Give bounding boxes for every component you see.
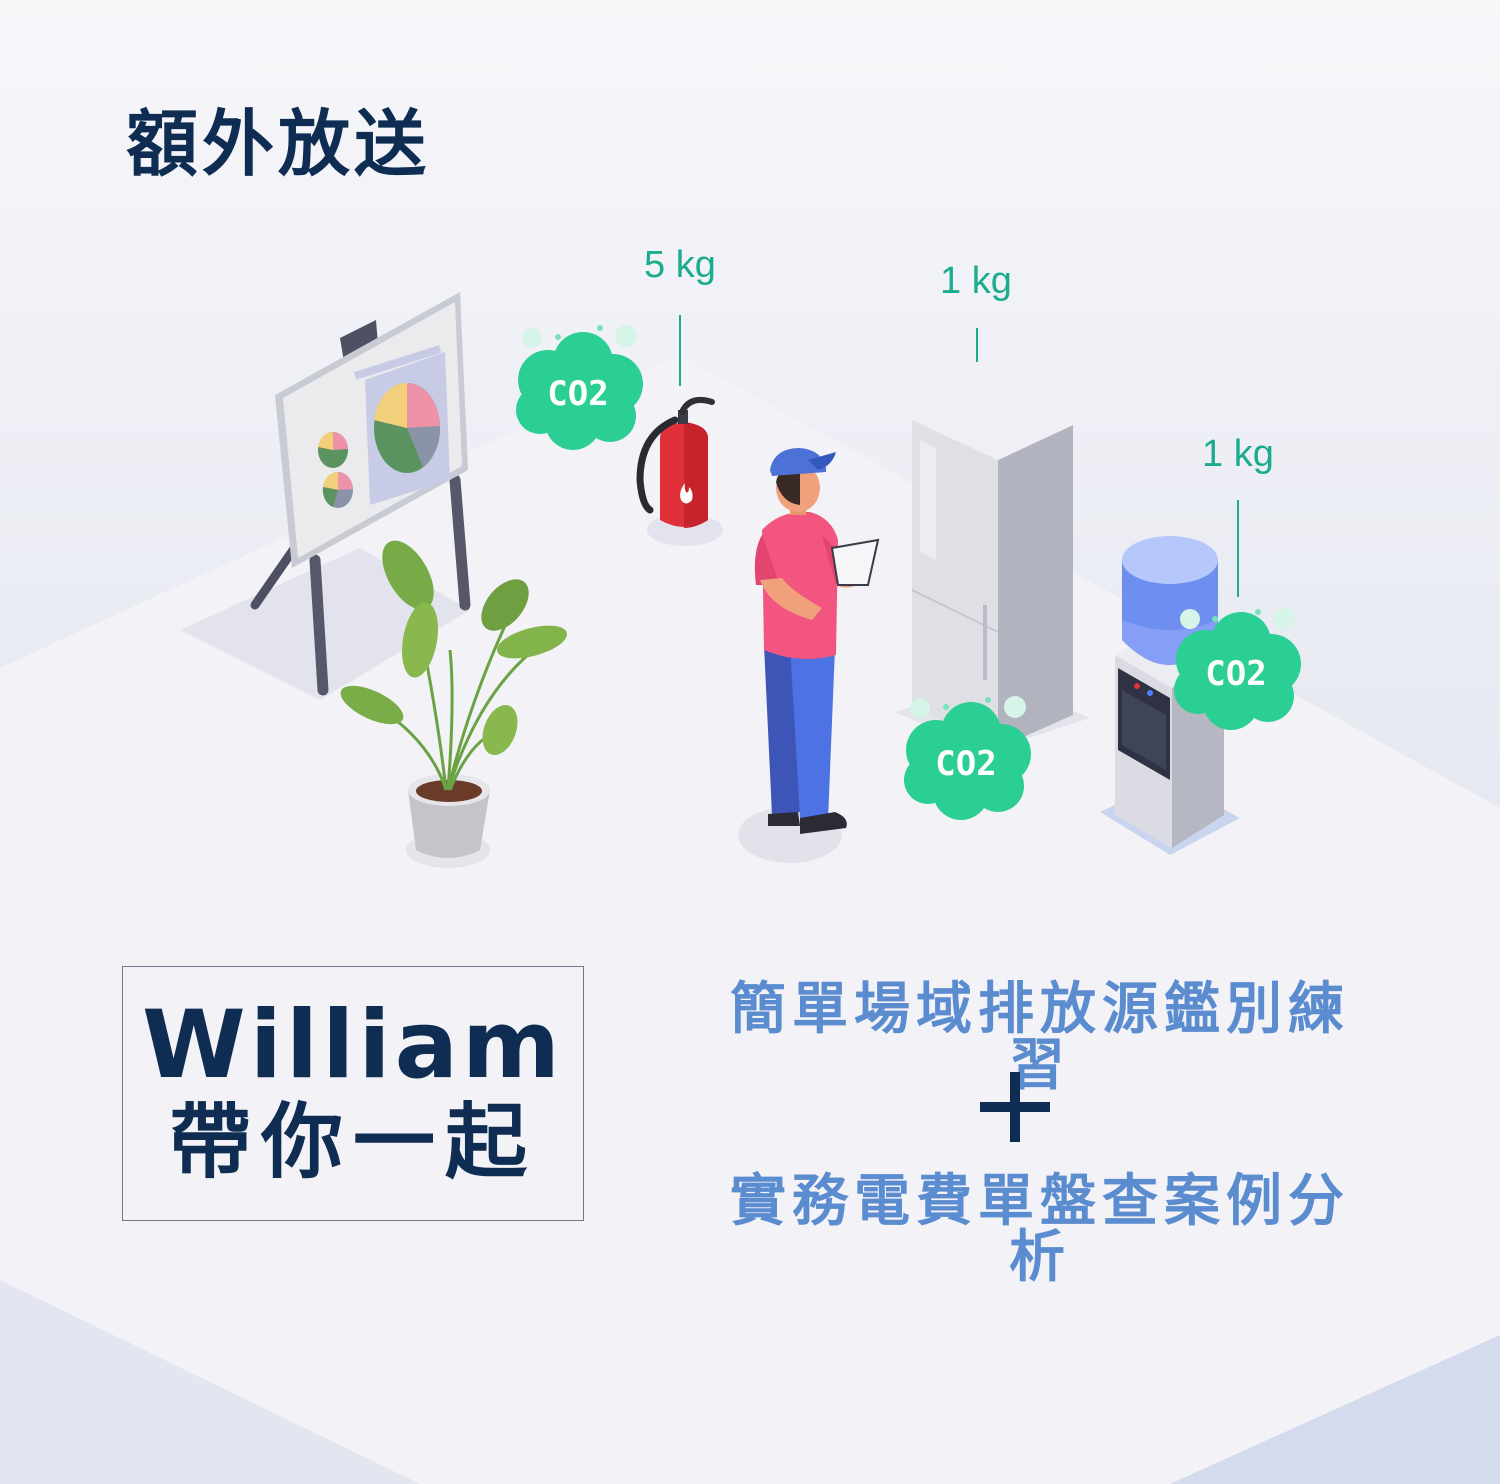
co2-cloud-refrigerator: CO2 xyxy=(904,696,1031,820)
host-box: William 帶你一起 xyxy=(122,966,584,1221)
refrigerator xyxy=(895,375,1090,752)
floor-edge-shade-right xyxy=(1170,1335,1500,1484)
co2-label: CO2 xyxy=(547,374,608,414)
host-name: William xyxy=(142,991,564,1100)
promo-line-1: 簡單場域排放源鑑別練習 xyxy=(730,977,1350,1098)
fire-extinguisher xyxy=(636,397,723,546)
co2-label: CO2 xyxy=(935,744,996,784)
co2-cloud-dispenser: CO2 xyxy=(1174,608,1301,730)
co2-label: CO2 xyxy=(1205,654,1266,694)
emission-label-extinguisher: 5 kg xyxy=(644,244,716,286)
promo-line-2: 實務電費單盤查案例分析 xyxy=(730,1169,1350,1290)
plus-icon xyxy=(980,1072,1050,1142)
inspector-worker xyxy=(738,448,880,863)
floor-platform xyxy=(0,355,1500,1484)
emission-label-refrigerator: 1 kg xyxy=(940,260,1012,302)
page-heading: 額外放送 xyxy=(126,102,431,186)
emission-label-dispenser: 1 kg xyxy=(1202,433,1274,475)
floor-edge-shade xyxy=(0,1280,420,1484)
potted-plant xyxy=(340,540,567,868)
easel xyxy=(250,292,471,696)
co2-cloud-extinguisher: CO2 xyxy=(516,325,643,450)
host-tagline: 帶你一起 xyxy=(168,1094,537,1190)
